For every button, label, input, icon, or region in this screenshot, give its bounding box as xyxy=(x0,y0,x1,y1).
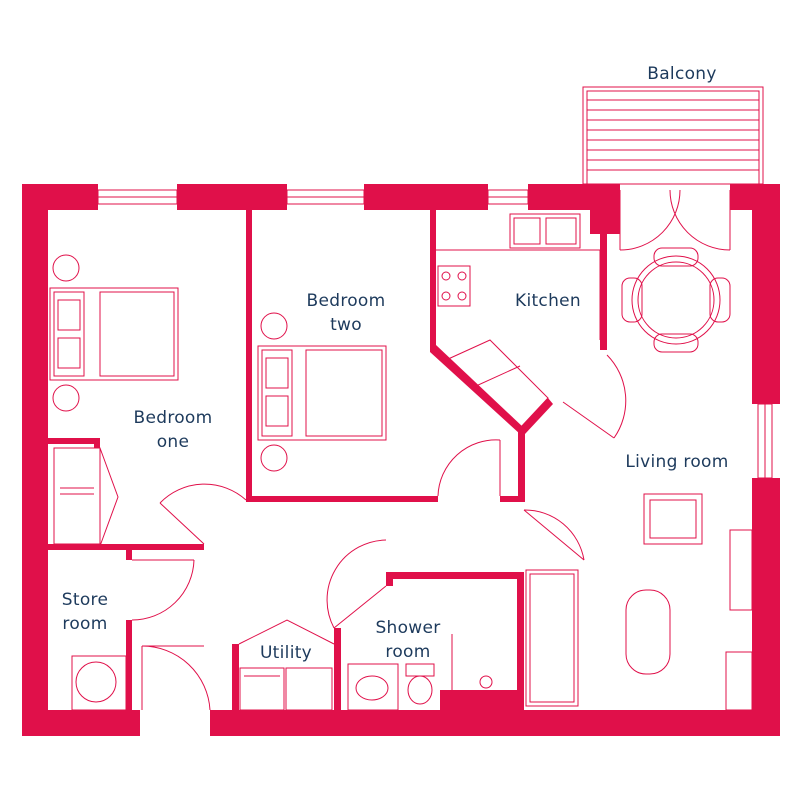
utility-fittings xyxy=(239,667,333,711)
label-shower-room-line1: Shower xyxy=(375,618,441,638)
outer-walls xyxy=(22,184,780,736)
kitchen-fittings xyxy=(436,213,601,429)
label-store-room-line1: Store xyxy=(61,590,109,610)
doors xyxy=(99,189,731,711)
label-balcony: Balcony xyxy=(647,64,717,84)
shower-room-fittings xyxy=(347,634,493,711)
label-shower-room: Shower room xyxy=(362,616,454,664)
label-shower-room-line2: room xyxy=(385,642,431,662)
label-living-room: Living room xyxy=(625,452,729,472)
label-bedroom-one-line2: one xyxy=(156,432,190,452)
label-store-room: Store room xyxy=(50,588,120,636)
label-bedroom-two-line1: Bedroom xyxy=(306,291,386,311)
living-room-furniture xyxy=(525,247,753,711)
bedroom-two-furniture xyxy=(257,312,387,472)
store-room-fittings xyxy=(71,655,127,711)
label-bedroom-two-line2: two xyxy=(330,315,362,335)
label-bedroom-one: Bedroom one xyxy=(113,406,233,454)
bedroom-one-furniture xyxy=(49,254,179,545)
label-bedroom-one-line1: Bedroom xyxy=(133,408,213,428)
label-bedroom-two: Bedroom two xyxy=(286,289,406,337)
label-utility: Utility xyxy=(259,643,313,663)
label-store-room-line2: room xyxy=(62,614,108,634)
balcony xyxy=(582,86,764,185)
windows xyxy=(97,189,773,479)
interior-walls xyxy=(48,210,607,710)
label-kitchen: Kitchen xyxy=(515,291,581,311)
